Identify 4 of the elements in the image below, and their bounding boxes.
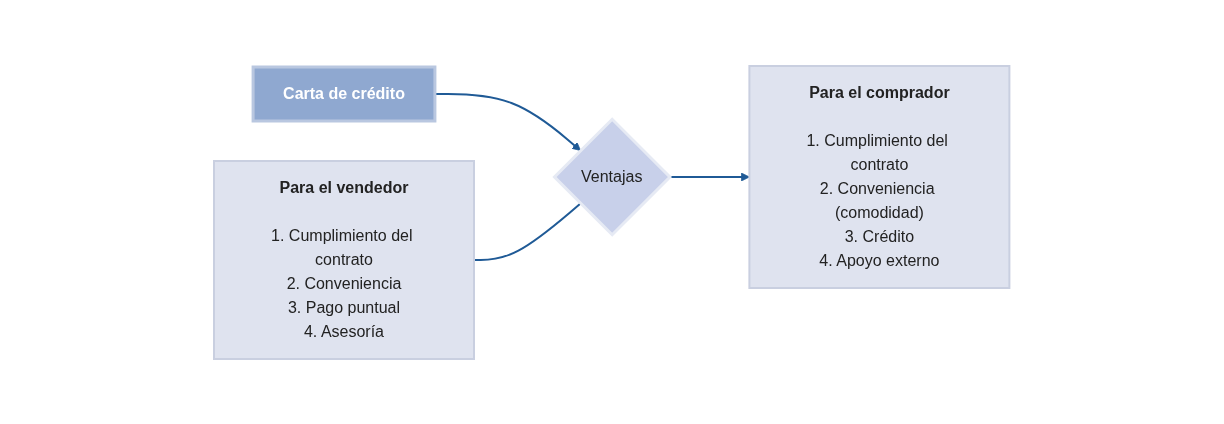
node-box: Carta de crédito: [251, 65, 437, 122]
node-box: Para el vendedor 1. Cumplimiento del contrato 2. Conveniencia 3. Pago puntual 4. Asesoría: [213, 159, 476, 360]
node-diamond: Ventajas: [552, 116, 673, 237]
node-box: Para el comprador 1. Cumplimiento del contrato 2. Conveniencia (comodidad) 3. Crédito 4. Apoyo externo: [748, 64, 1011, 289]
